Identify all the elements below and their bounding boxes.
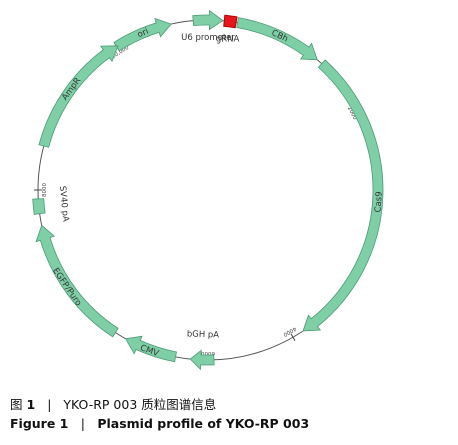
caption-cn-separator: | xyxy=(47,397,52,412)
caption-en-text: Plasmid profile of YKO-RP 003 xyxy=(97,416,310,431)
caption-en-prefix: Figure 1 xyxy=(10,416,69,431)
feature-ampr xyxy=(38,45,119,148)
feature-label-grna: gRNA xyxy=(216,34,240,44)
feature-egfp-puro xyxy=(35,224,119,338)
feature-label-cmv: CMV xyxy=(139,343,161,359)
feature-label-u6-promoter: U6 promoter xyxy=(181,33,235,43)
scale-tick-label-4: 6000 xyxy=(201,350,215,356)
scale-tick-3 xyxy=(290,333,296,341)
feature-label-cas9: Cas9 xyxy=(373,191,384,213)
feature-sv40-pa xyxy=(32,198,46,215)
scale-tick-label-5: 8000 xyxy=(42,183,48,197)
feature-label-ampr: AmpR xyxy=(60,76,83,102)
feature-cmv xyxy=(124,335,177,363)
feature-label-ori: ori xyxy=(136,27,150,40)
feature-cbh xyxy=(236,17,318,61)
feature-label-sv40-pa: SV40 pA xyxy=(57,186,70,223)
caption-cn-number: 1 xyxy=(26,397,36,412)
feature-grna xyxy=(223,14,238,29)
feature-u6-promoter xyxy=(192,9,224,31)
caption-cn-prefix: 图 xyxy=(10,397,23,412)
feature-ori xyxy=(113,17,172,52)
caption-cn-text: YKO-RP 003 质粒图谱信息 xyxy=(63,397,217,412)
feature-label-bgh-pa: bGH pA xyxy=(187,329,220,340)
feature-label-egfp-puro: EGFP/Puro xyxy=(50,266,83,308)
caption-english: Figure 1 | Plasmid profile of YKO-RP 003 xyxy=(10,416,309,431)
caption-en-separator: | xyxy=(80,416,85,431)
caption-chinese: 图 1 | YKO-RP 003 质粒图谱信息 xyxy=(10,394,216,413)
feature-cas9 xyxy=(302,59,384,332)
feature-bgh-pa xyxy=(189,349,215,371)
